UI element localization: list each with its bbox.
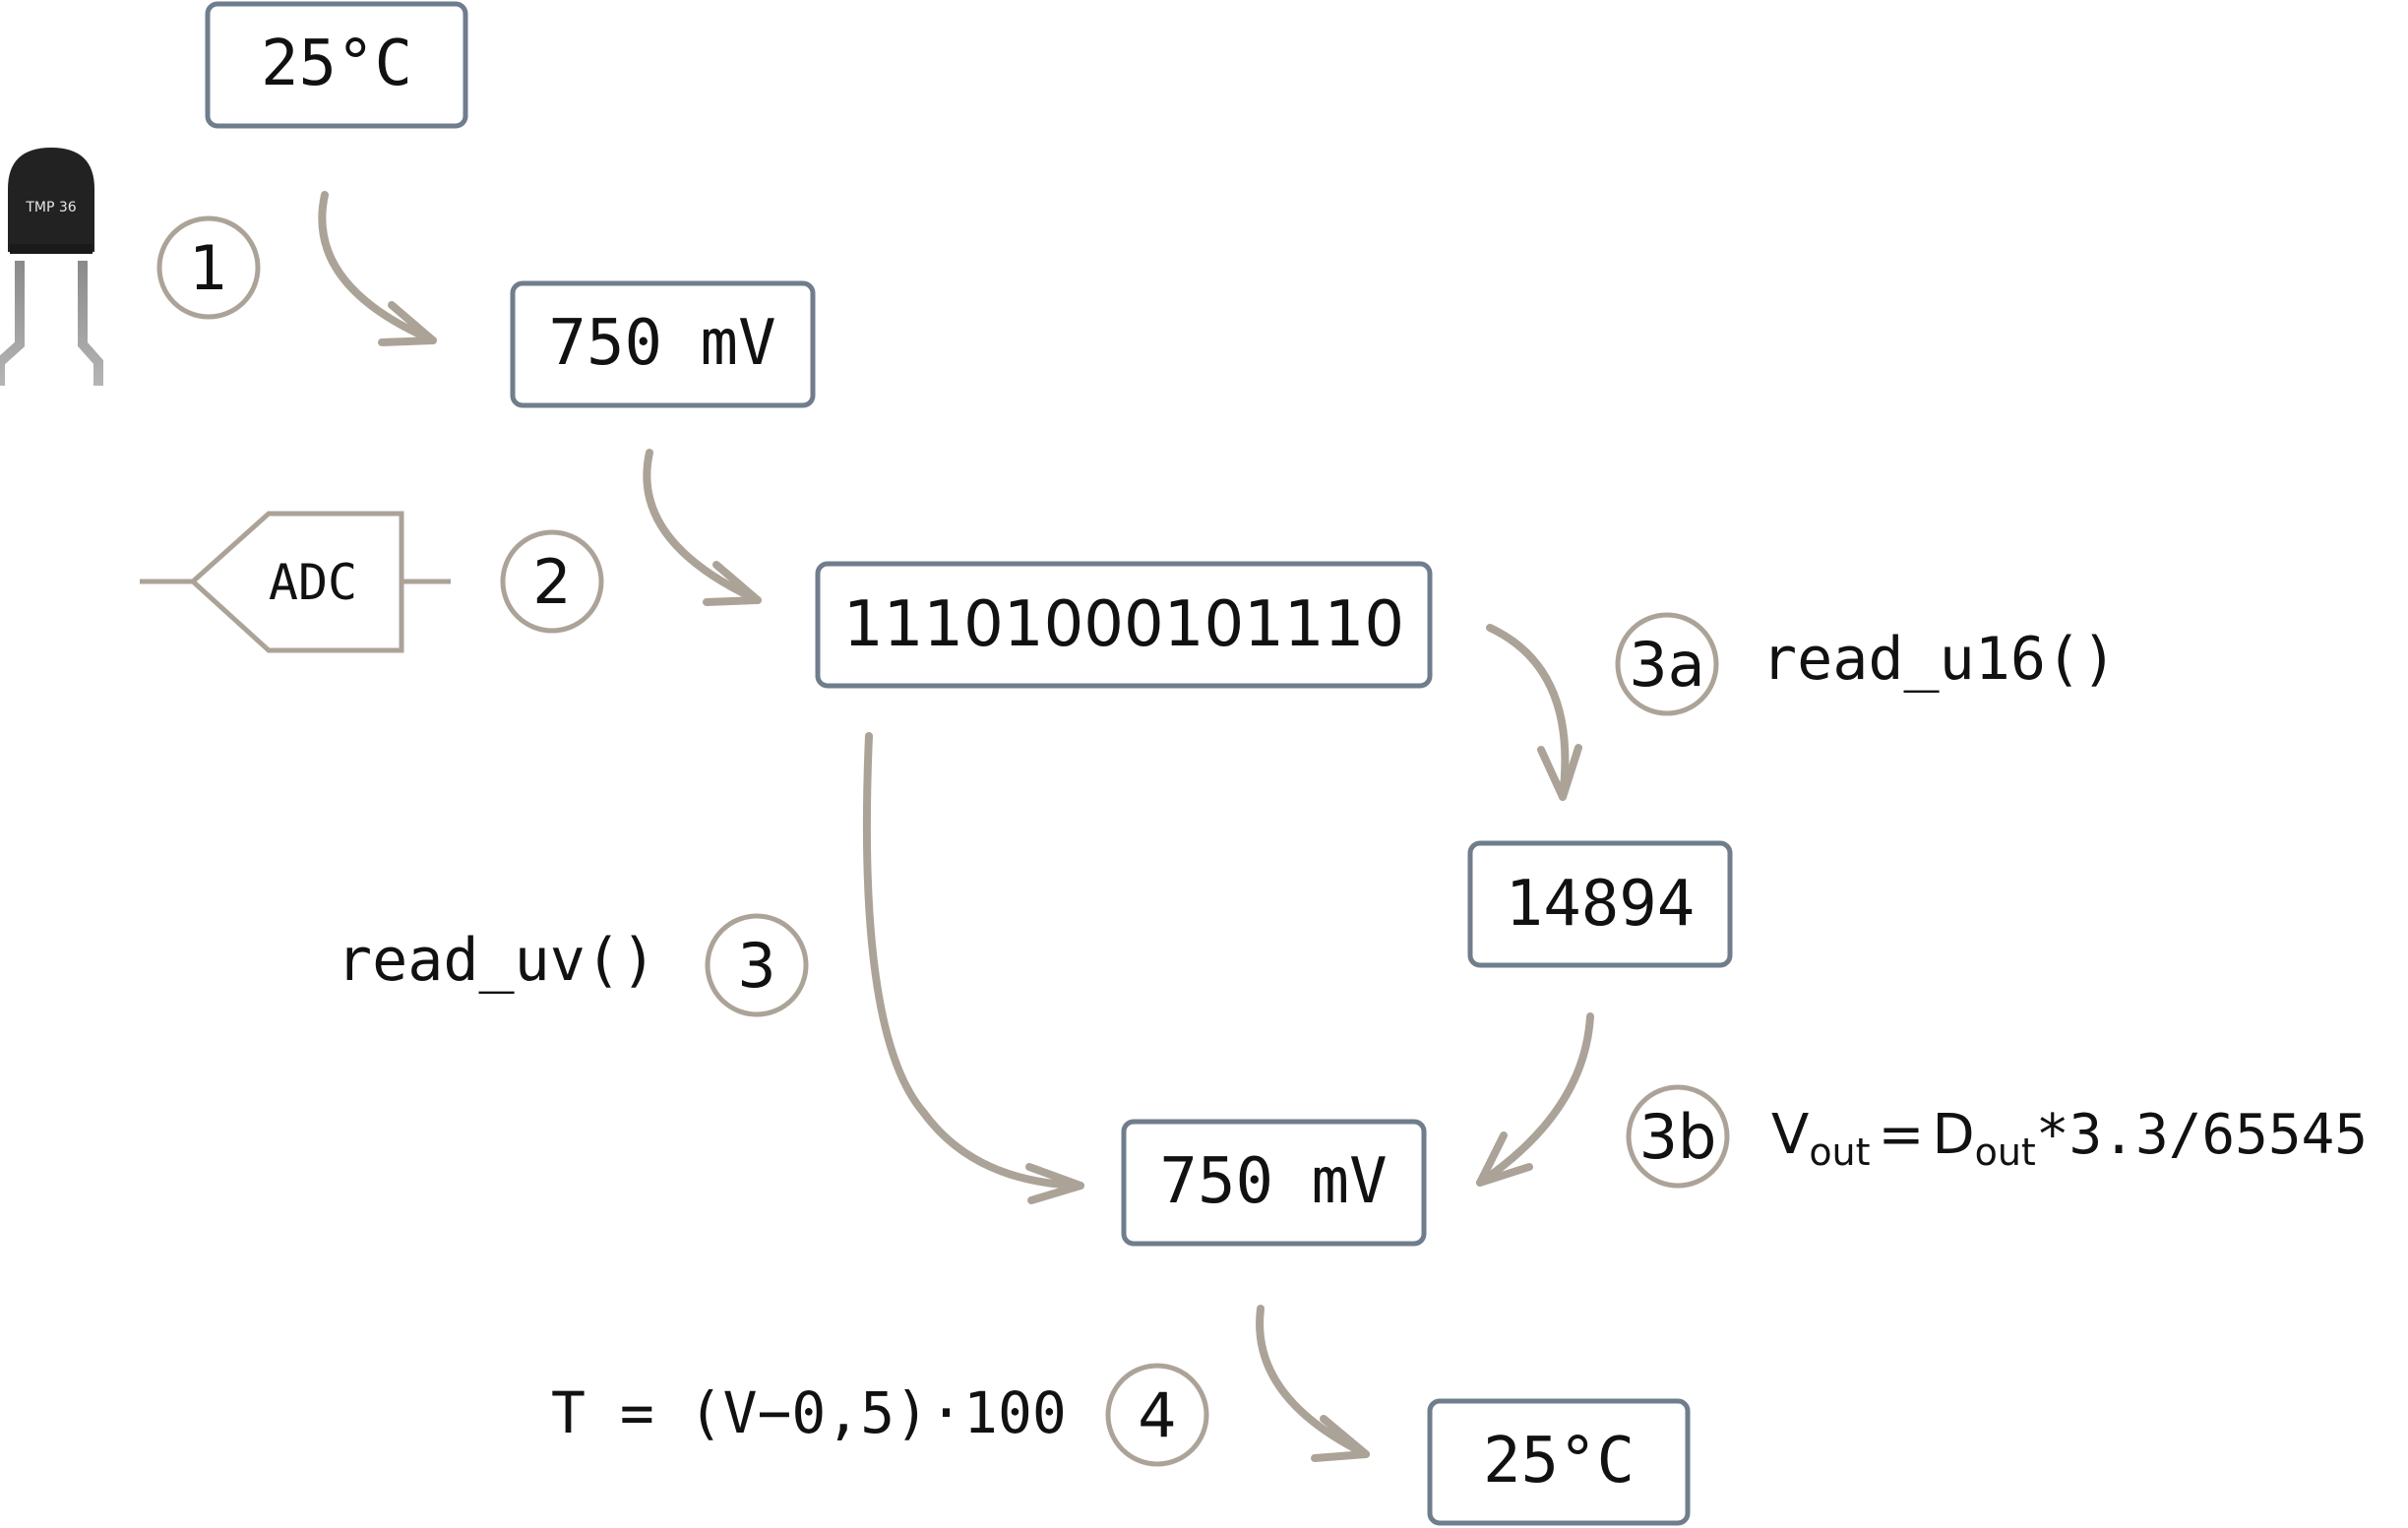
adc-label: ADC	[269, 554, 357, 611]
step-circle-3b	[1626, 1084, 1730, 1189]
arrow-3a	[1486, 624, 1582, 801]
arrow-3b	[1476, 1012, 1594, 1187]
box-binary: 11101000101110	[815, 561, 1433, 689]
box-voltage-2-value: 750 mV	[1159, 1145, 1387, 1218]
formula-4: T = (V−0,5)·100	[551, 1379, 1067, 1446]
formula-3b-d: D	[1932, 1103, 1974, 1167]
label-read-uv: read_uv()	[337, 926, 656, 995]
adc-symbol-icon: ADC	[140, 511, 451, 653]
step-circle-4	[1105, 1363, 1209, 1467]
step-number-3b: 3b	[1639, 1101, 1717, 1173]
box-binary-value: 11101000101110	[843, 588, 1404, 661]
step-number-4: 4	[1138, 1379, 1176, 1451]
formula-3b-rest: *3.3/65545	[2036, 1103, 2368, 1167]
step-circle-3a	[1615, 612, 1719, 716]
step-number-3: 3	[737, 930, 775, 1002]
formula-3b-d-sub: out	[1975, 1131, 2036, 1174]
box-voltage-1-value: 750 mV	[548, 307, 775, 380]
step-number-2: 2	[532, 546, 571, 618]
arrow-3	[862, 732, 1084, 1204]
step-circle-1	[156, 215, 261, 320]
box-raw-value: 14894	[1467, 840, 1733, 968]
box-temp-out: 25°C	[1427, 1398, 1691, 1526]
step-number-3a: 3a	[1629, 629, 1704, 701]
label-read-u16: read_u16()	[1761, 625, 2117, 694]
box-voltage-2: 750 mV	[1121, 1119, 1427, 1247]
box-temp-in: 25°C	[205, 1, 468, 129]
box-voltage-1: 750 mV	[510, 280, 816, 408]
arrow-2	[643, 449, 762, 606]
step-number-1: 1	[189, 232, 227, 304]
box-temp-out-value: 25°C	[1483, 1425, 1635, 1497]
formula-3b-v: V	[1771, 1103, 1809, 1167]
arrow-4	[1256, 1305, 1370, 1462]
box-raw-value-text: 14894	[1506, 868, 1696, 941]
step-circle-2	[500, 529, 604, 634]
box-temp-in-value: 25°C	[261, 28, 412, 100]
tmp36-sensor-icon: TMP 36	[0, 148, 103, 386]
sensor-label: TMP 36	[25, 200, 76, 215]
formula-3b-v-sub: out	[1809, 1131, 1870, 1174]
formula-3b: Vout=Dout*3.3/65545	[1771, 1103, 2368, 1174]
formula-3b-eq: =	[1879, 1103, 1925, 1167]
arrow-1	[318, 191, 437, 346]
step-circle-3	[705, 913, 809, 1017]
